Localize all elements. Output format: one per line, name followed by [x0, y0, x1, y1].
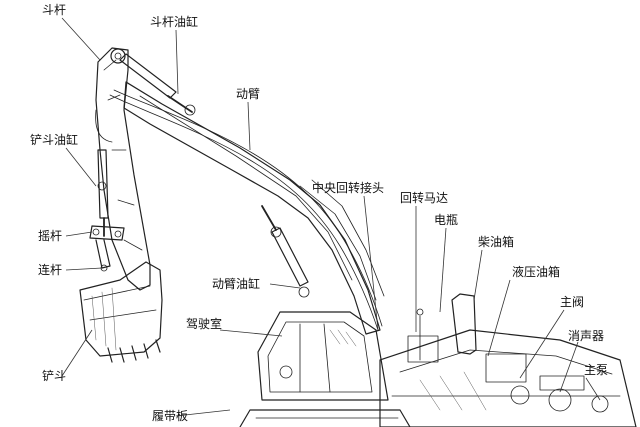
cab-drawing — [257, 311, 389, 401]
label-rocker: 摇杆 — [38, 229, 62, 243]
label-swing-motor: 回转马达 — [400, 190, 448, 205]
bucket-drawing — [79, 261, 163, 363]
leader-lines — [61, 17, 601, 417]
label-stick: 斗杆 — [42, 3, 66, 17]
label-muffler: 消声器 — [568, 329, 604, 343]
bucket-cylinder-drawing — [97, 149, 109, 237]
callout-labels: 斗杆 斗杆油缸 动臂 铲斗油缸 中央回转接头 回转马达 电瓶 摇杆 柴油箱 连杆… — [30, 3, 608, 423]
stick-cylinder-drawing — [119, 53, 196, 116]
label-bucket-cylinder: 铲斗油缸 — [30, 132, 78, 147]
label-boom-cylinder: 动臂油缸 — [212, 276, 260, 291]
track-drawing — [239, 409, 411, 427]
upper-structure-drawing — [379, 293, 637, 427]
label-cab: 驾驶室 — [186, 316, 222, 331]
label-link: 连杆 — [38, 262, 62, 277]
boom-hoses-drawing — [95, 89, 383, 331]
boom-cylinder-drawing — [261, 205, 310, 298]
label-bucket: 铲斗 — [42, 368, 66, 383]
label-fuel-tank: 柴油箱 — [478, 234, 514, 249]
label-main-valve: 主阀 — [560, 295, 584, 309]
rocker-and-link-drawing — [89, 225, 125, 272]
label-main-pump: 主泵 — [584, 363, 608, 377]
excavator-illustration — [79, 47, 637, 427]
label-hydraulic-tank: 液压油箱 — [512, 264, 560, 279]
label-track-plate: 履带板 — [152, 409, 188, 423]
boom-drawing — [123, 81, 385, 335]
label-stick-cylinder: 斗杆油缸 — [150, 14, 198, 29]
label-swivel-joint: 中央回转接头 — [312, 180, 384, 195]
label-battery: 电瓶 — [434, 213, 458, 227]
label-boom: 动臂 — [236, 87, 260, 101]
stick-drawing — [95, 47, 151, 291]
